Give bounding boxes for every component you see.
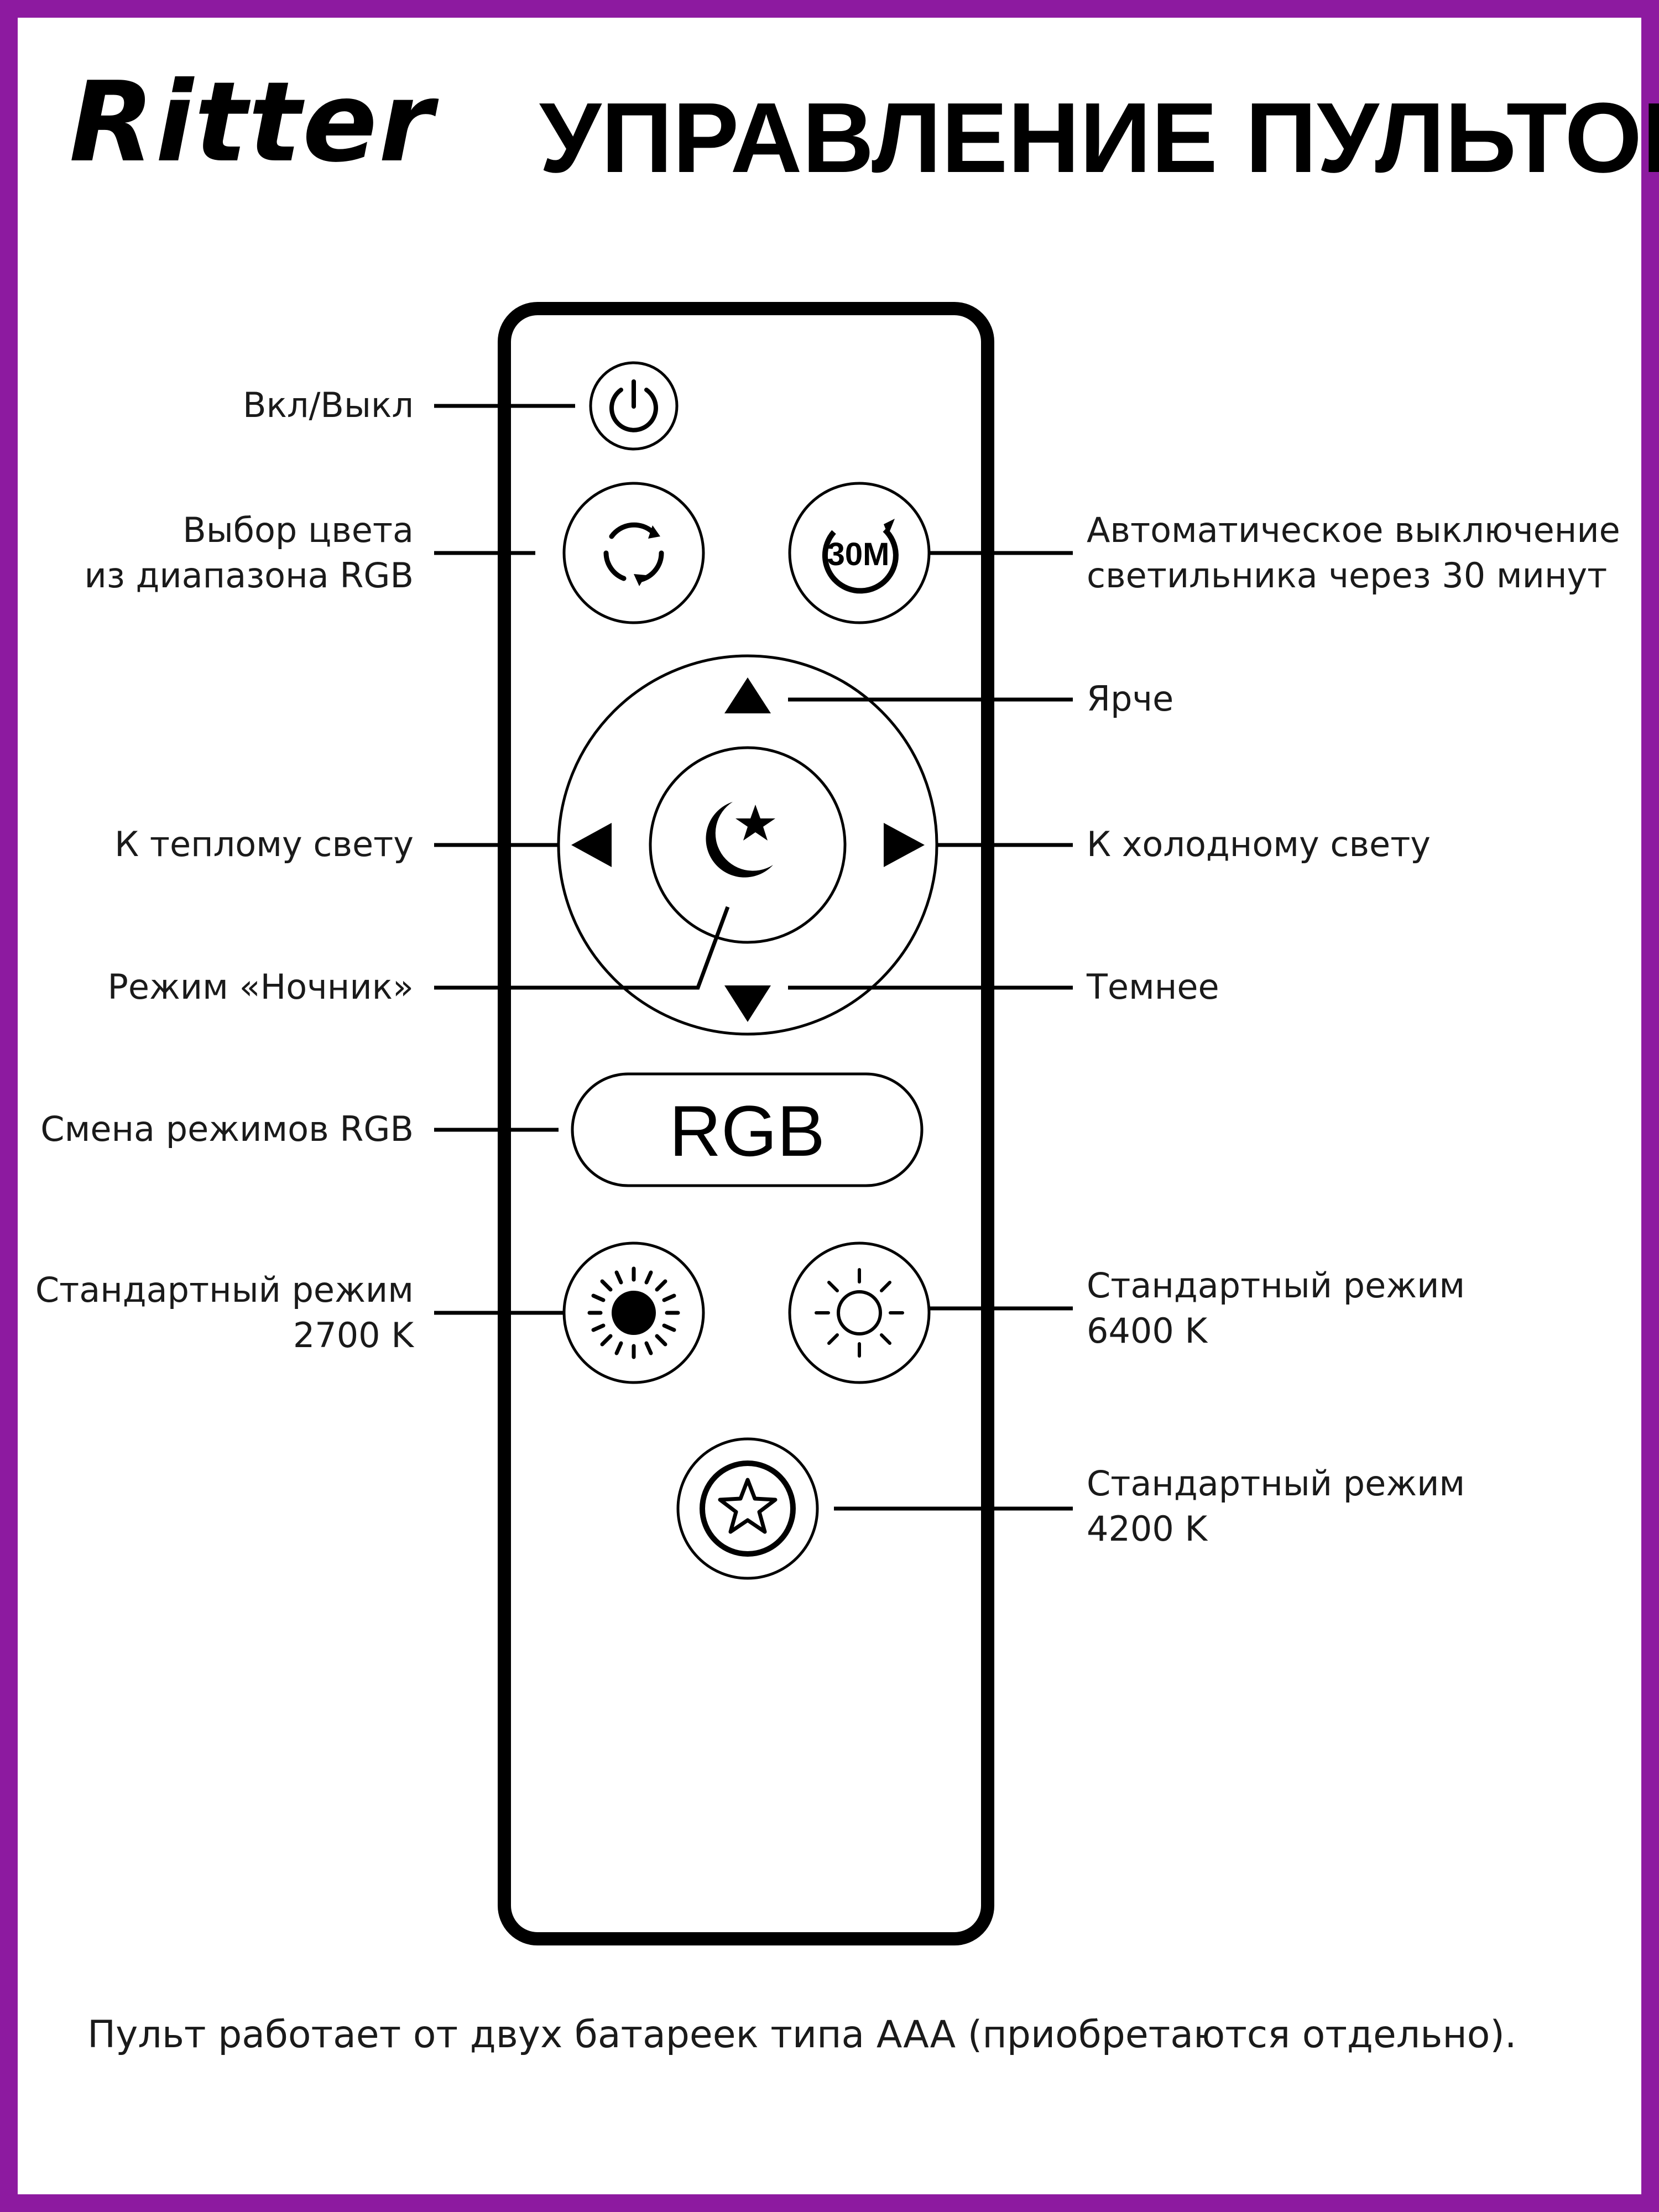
darker-label: Темнее — [1086, 967, 1219, 1007]
mode-2700k-button[interactable] — [562, 1241, 705, 1384]
warm-label: К теплому свету — [114, 824, 414, 864]
color-select-label-line2: из диапазона RGB — [85, 555, 414, 596]
timer-30m-button[interactable]: 30M — [788, 482, 931, 624]
timer-icon-text: 30M — [827, 536, 890, 572]
mode-4200-label-line1: Стандартный режим — [1087, 1463, 1465, 1504]
mode-4200-label-line2: 4200 K — [1087, 1509, 1208, 1549]
power-button[interactable] — [589, 361, 679, 451]
night-label: Режим «Ночник» — [108, 967, 414, 1007]
color-select-label-line1: Выбор цвета — [182, 510, 414, 550]
night-mode-button[interactable] — [649, 746, 847, 944]
up-arrow-button[interactable] — [724, 677, 771, 713]
power-label: Вкл/Выкл — [243, 385, 414, 425]
timer-icon: 30M — [822, 519, 899, 594]
timer-label-line2: светильника через 30 минут — [1087, 555, 1607, 596]
color-select-button[interactable] — [562, 482, 705, 624]
left-arrow-button[interactable] — [571, 823, 612, 867]
rgb-mode-label: Смена режимов RGB — [40, 1109, 414, 1149]
power-icon — [609, 379, 658, 432]
page-title: УПРАВЛЕНИЕ ПУЛЬТОМ — [539, 82, 1659, 194]
rgb-button-text: RGB — [669, 1091, 825, 1171]
timer-label-line1: Автоматическое выключение — [1087, 510, 1620, 550]
down-arrow-button[interactable] — [724, 985, 771, 1022]
outline-sun-icon — [815, 1268, 904, 1358]
star-icon — [700, 1460, 796, 1557]
brand-logo: Ritter — [69, 58, 435, 187]
mode-2700-label-line2: 2700 K — [293, 1315, 414, 1355]
cold-label: К холодному свету — [1087, 824, 1431, 864]
mode-6400-label-line1: Стандартный режим — [1087, 1265, 1465, 1306]
cycle-arrows-icon — [603, 522, 664, 586]
moon-star-icon — [706, 802, 775, 878]
mode-6400k-button[interactable] — [788, 1241, 931, 1384]
rgb-mode-button[interactable]: RGB — [571, 1072, 924, 1187]
night-leader-line — [434, 906, 730, 990]
mode-2700-label-line1: Стандартный режим — [35, 1270, 414, 1310]
battery-footnote: Пульт работает от двух батареек типа AAA… — [87, 2013, 1517, 2057]
mode-6400-label-line2: 6400 K — [1087, 1311, 1208, 1351]
mode-4200k-button[interactable] — [676, 1437, 819, 1580]
brighter-label: Ярче — [1087, 679, 1173, 719]
right-arrow-button[interactable] — [884, 823, 925, 867]
filled-sun-icon — [587, 1266, 680, 1359]
